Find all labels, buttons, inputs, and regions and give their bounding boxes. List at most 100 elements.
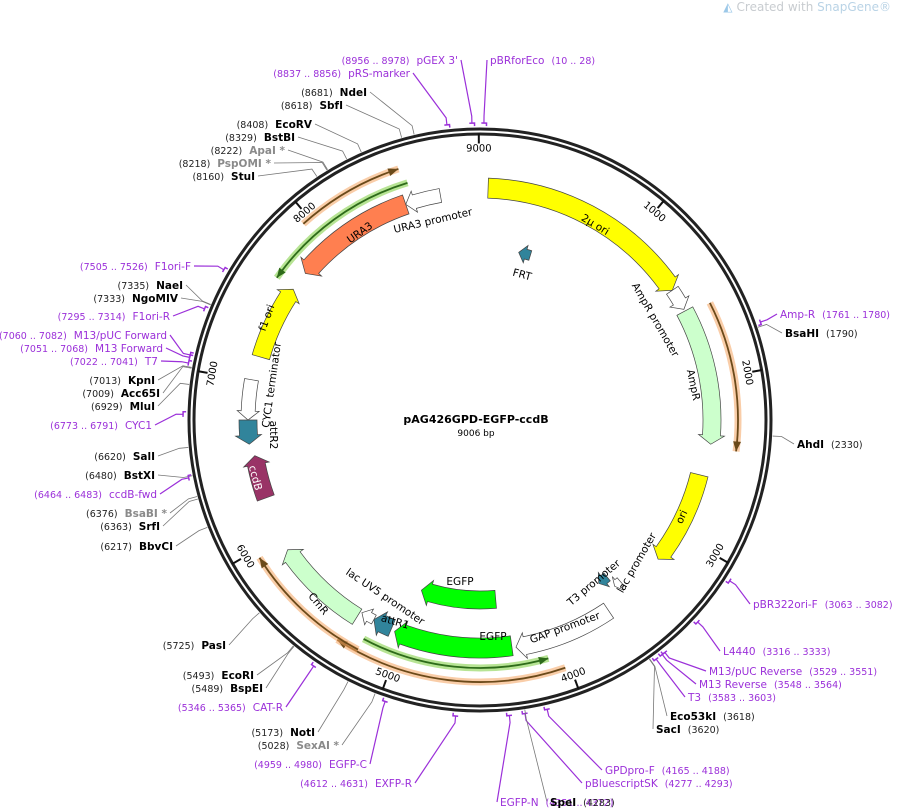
primer-label-amp-r[interactable]: Amp-R(1761 .. 1780) — [780, 306, 890, 322]
enzyme-site-label-pasi[interactable]: (5725)PasI — [163, 637, 226, 653]
enzyme-site-label-sali[interactable]: (6620)SalI — [94, 448, 155, 464]
feature-label-egfp[interactable]: EGFP — [446, 576, 474, 588]
feature-arrow-attr2[interactable] — [234, 419, 263, 445]
enzyme-site-label-bstxi[interactable]: (6480)BstXI — [85, 467, 155, 483]
primer-label-cat-r[interactable]: (5346 .. 5365)CAT-R — [178, 699, 283, 715]
enzyme-site-label-naei[interactable]: (7335)NaeI — [118, 277, 184, 293]
enzyme-site-label-bsabi[interactable]: (6376)BsaBI * — [86, 505, 167, 521]
leader-line — [265, 646, 295, 689]
orf-arc[interactable] — [258, 557, 359, 651]
enzyme-site-label-eco53ki[interactable]: Eco53kI(3618) — [670, 708, 755, 724]
site-name: EXFP-R — [374, 778, 412, 790]
feature-arrow-gap-promoter[interactable] — [515, 602, 615, 660]
enzyme-site-label-sexai[interactable]: (5028)SexAI * — [258, 737, 339, 753]
feature-arrow-ampr[interactable] — [676, 306, 726, 445]
feature-arrow-attr1[interactable] — [373, 611, 396, 637]
enzyme-site-label-bstbi[interactable]: (8329)BstBI — [225, 129, 295, 145]
primer-label-pbrforeco[interactable]: pBRforEco(10 .. 28) — [490, 52, 595, 68]
leader-line — [297, 136, 348, 160]
enzyme-site-label-ngomiv[interactable]: (7333)NgoMIV — [93, 290, 178, 306]
leader-line — [655, 658, 686, 698]
primer-label-m13-reverse[interactable]: M13 Reverse(3548 .. 3564) — [699, 676, 842, 692]
feature-arrow-ccdb[interactable] — [242, 455, 275, 502]
primer-label-egfp-c[interactable]: (4959 .. 4980)EGFP-C — [254, 756, 367, 772]
feature-arrow-2-ori[interactable] — [487, 177, 680, 292]
primer-label-pbluescriptsk[interactable]: pBluescriptSK(4277 .. 4293) — [585, 775, 733, 791]
site-name: PasI — [201, 640, 226, 652]
site-position: (6773 .. 6791) — [50, 421, 118, 432]
primer-bind-icon — [693, 619, 700, 626]
enzyme-site-label-sbfi[interactable]: (8618)SbfI — [281, 97, 343, 113]
feature-arrow-ori[interactable] — [652, 472, 709, 560]
tick-label: 2000 — [739, 359, 754, 386]
primer-label-ccdb-fwd[interactable]: (6464 .. 6483)ccdB-fwd — [34, 486, 157, 502]
site-position: (4351 .. 4372) — [545, 798, 614, 809]
primer-label-t3[interactable]: T3(3583 .. 3603) — [688, 689, 776, 705]
feature-label-egfp[interactable]: EGFP — [479, 631, 507, 643]
orf-arc[interactable] — [336, 638, 566, 683]
primer-label-egfp-n[interactable]: EGFP-N(4351 .. 4372) — [500, 794, 613, 810]
site-position: (4283) — [583, 798, 615, 809]
primer-label-f1ori-f[interactable]: (7505 .. 7526)F1ori-F — [80, 258, 191, 274]
feature-arrow-cmr[interactable] — [281, 549, 363, 625]
feature-arrow-egfp[interactable] — [394, 620, 514, 659]
enzyme-site-label-kpni[interactable]: (7013)KpnI — [89, 372, 155, 388]
primer-label-exfp-r[interactable]: (4612 .. 4631) EXFP-R — [300, 775, 412, 791]
orf-arc[interactable] — [363, 638, 549, 669]
backbone-inner — [190, 130, 770, 710]
primer-label-m13-forward[interactable]: (7051 .. 7068)M13 Forward — [20, 340, 163, 356]
enzyme-site-label-spei[interactable]: SpeI(4283) — [550, 794, 615, 810]
primer-label-gpdpro-f[interactable]: GPDpro-F(4165 .. 4188) — [605, 762, 730, 778]
leader-line — [412, 72, 448, 125]
enzyme-site-label-acc65i[interactable]: (7009)Acc65I — [82, 385, 160, 401]
plasmid-name: pAG426GPD-EGFP-ccdB — [403, 413, 549, 426]
feature-arrow-ampr-promoter[interactable] — [666, 285, 690, 310]
primer-label-cyc1[interactable]: (6773 .. 6791) CYC1 — [50, 417, 152, 433]
site-position: (4612 .. 4631) — [300, 779, 368, 790]
feature-arrow-lac-promoter[interactable] — [597, 571, 611, 588]
enzyme-site-label-ndei[interactable]: (8681)NdeI — [301, 84, 367, 100]
feature-arrow-egfp[interactable] — [420, 579, 497, 610]
feature-arrow-lac-uv5-promoter[interactable] — [361, 608, 377, 626]
feature-arrow-ura3[interactable] — [300, 194, 410, 277]
enzyme-site-label-bbvci[interactable]: (6217)BbvCI — [100, 538, 173, 554]
orf-arc[interactable] — [302, 168, 399, 225]
feature-arrow-ura3-promoter[interactable] — [405, 188, 443, 214]
primer-label-m13-puc-forward[interactable]: (7060 .. 7082)M13/pUC Forward — [0, 327, 167, 343]
enzyme-site-label-pspomi[interactable]: (8218)PspOMI * — [179, 155, 271, 171]
orf-arc[interactable] — [709, 302, 739, 452]
site-name: CYC1 — [125, 420, 152, 432]
enzyme-site-label-bspei[interactable]: (5489)BspEI — [192, 680, 263, 696]
enzyme-site-label-ahdi[interactable]: AhdI(2330) — [797, 436, 863, 452]
primer-label-m13-puc-reverse[interactable]: M13/pUC Reverse(3529 .. 3551) — [709, 663, 877, 679]
feature-arrow-t3-promoter[interactable] — [611, 576, 625, 591]
enzyme-site-label-apai[interactable]: (8222)ApaI * — [211, 142, 285, 158]
feature-arrow-frt[interactable] — [518, 244, 533, 264]
primer-label-pbr322ori-f[interactable]: pBR322ori-F(3063 .. 3082) — [753, 596, 893, 612]
orf-arc[interactable] — [276, 181, 408, 279]
primer-label-f1ori-r[interactable]: (7295 .. 7314)F1ori-R — [58, 308, 170, 324]
site-position: (5028) — [257, 741, 290, 752]
enzyme-site-label-bsahi[interactable]: BsaHI(1790) — [785, 325, 858, 341]
enzyme-site-label-saci[interactable]: SacI(3620) — [656, 721, 719, 737]
enzyme-site-label-srfi[interactable]: (6363)SrfI — [100, 518, 160, 534]
leader-line — [157, 474, 193, 478]
feature-arrow-f1-ori[interactable] — [251, 288, 300, 361]
primer-label-prs-marker[interactable]: (8837 .. 8856)pRS-marker — [273, 65, 410, 81]
primer-bind-icon — [543, 706, 550, 711]
primer-label-pgex-3[interactable]: (8956 .. 8978)pGEX 3' — [342, 52, 458, 68]
primer-label-l4440[interactable]: L4440(3316 .. 3333) — [723, 643, 830, 659]
site-position: (5493) — [182, 671, 215, 682]
enzyme-site-label-mlui[interactable]: (6929)MluI — [91, 398, 155, 414]
enzyme-site-label-ecorv[interactable]: (8408)EcoRV — [237, 116, 312, 132]
tick-mark — [197, 370, 208, 374]
primer-label-t7[interactable]: (7022 .. 7041)T7 — [70, 353, 158, 369]
feature-arrow-cyc1-terminator[interactable] — [236, 378, 261, 421]
site-name: ApaI * — [249, 145, 285, 157]
site-name: BsaHI — [785, 328, 820, 340]
site-position: (5346 .. 5365) — [177, 703, 246, 714]
enzyme-site-label-noti[interactable]: (5173)NotI — [251, 724, 315, 740]
enzyme-site-label-ecori[interactable]: (5493)EcoRI — [183, 667, 254, 683]
enzyme-site-label-stui[interactable]: (8160)StuI — [192, 168, 255, 184]
tick-mark — [752, 369, 763, 373]
